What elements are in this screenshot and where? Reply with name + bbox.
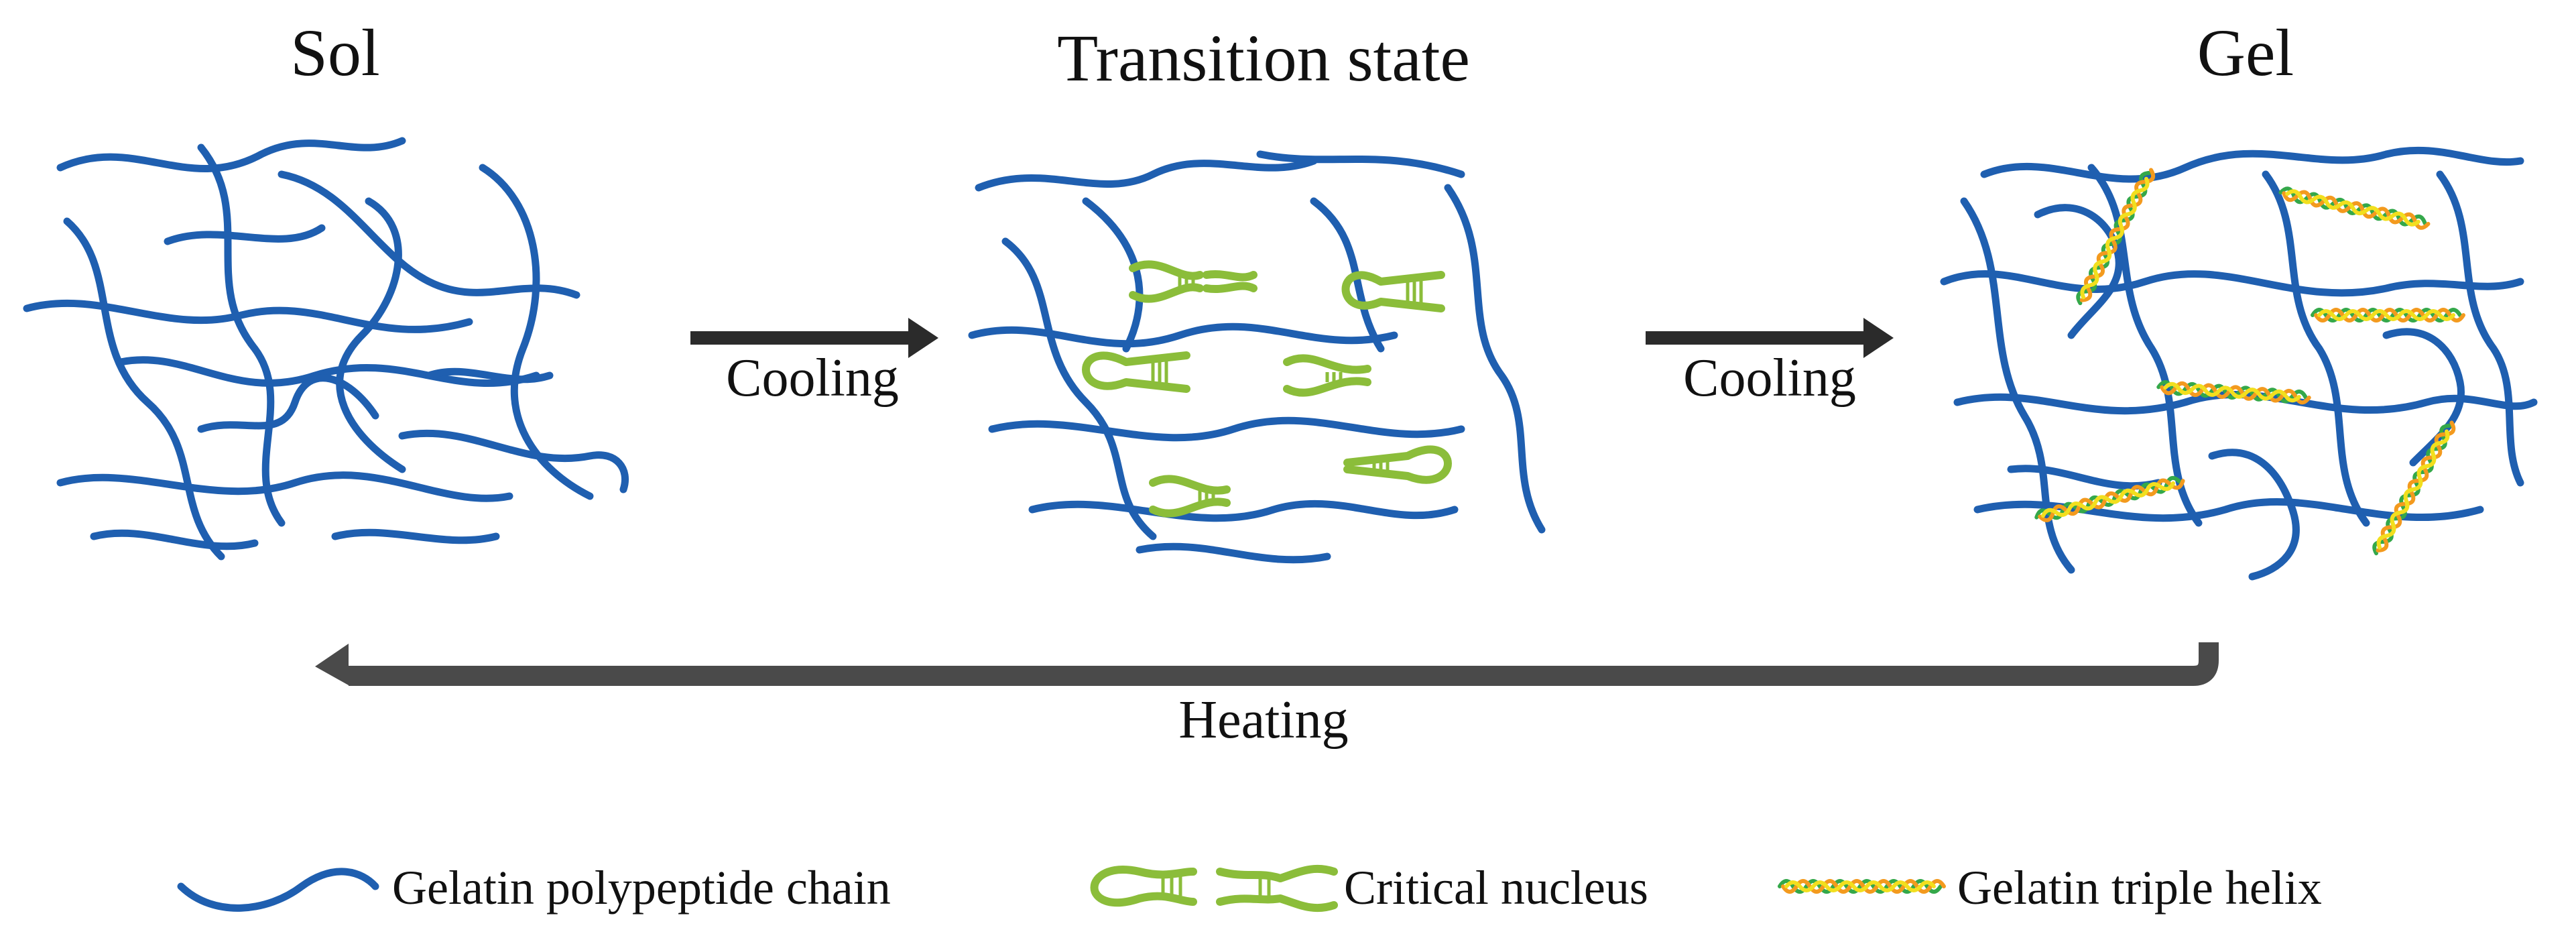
legend-helix-swatch	[1778, 879, 1946, 894]
critical-nucleus	[1283, 354, 1371, 397]
triple-helix	[2311, 308, 2465, 323]
sol-chain	[336, 197, 406, 473]
sol-chain	[63, 217, 225, 561]
sol-chain	[278, 170, 580, 299]
sol-chain	[479, 164, 594, 500]
sol-chain	[197, 374, 379, 433]
legend-nucleus-rungs	[1161, 876, 1271, 897]
critical-nucleus	[1203, 270, 1258, 293]
gel-chain	[2034, 204, 2123, 339]
transition-chain-network	[968, 150, 1546, 564]
cooling-label-1: Cooling	[726, 349, 899, 408]
transition-chain	[1136, 542, 1331, 564]
cooling-arrow-2	[1646, 318, 1894, 358]
sol-chain	[197, 143, 286, 527]
heating-label: Heating	[1178, 691, 1348, 750]
sol-chain	[425, 367, 554, 384]
sol-chain	[23, 299, 473, 333]
nucleus-rungs	[1151, 276, 1423, 502]
critical-nucleus	[1343, 445, 1452, 484]
gel-chain	[2208, 449, 2300, 581]
sol-chain	[398, 429, 629, 493]
triple-helix	[2372, 420, 2456, 556]
triple-helix	[2034, 475, 2185, 522]
transition-chain	[968, 323, 1398, 348]
title-transition-state: Transition state	[1057, 21, 1470, 95]
triple-helix	[2076, 168, 2156, 306]
transition-chain	[1256, 150, 1465, 178]
transition-chain	[1444, 184, 1546, 534]
transition-chain	[1001, 237, 1157, 540]
transition-chain	[1310, 197, 1385, 353]
triple-helix	[2156, 380, 2311, 405]
sol-chain	[164, 224, 326, 245]
transition-chain	[975, 157, 1318, 192]
critical-nucleus	[1082, 351, 1190, 393]
legend-nucleus-swatch	[1090, 864, 1338, 913]
critical-nucleus	[1341, 271, 1445, 312]
critical-nucleus	[1149, 475, 1231, 518]
title-sol: Sol	[290, 15, 379, 90]
gel-chain	[1980, 146, 2524, 183]
cooling-label-2: Cooling	[1683, 349, 1856, 408]
critical-nucleus-group	[1082, 260, 1452, 518]
critical-nucleus	[1129, 260, 1204, 303]
heating-arrow	[315, 642, 2219, 686]
triple-helix	[2278, 186, 2431, 230]
sol-chain-network	[23, 137, 629, 561]
gel-chain	[2436, 170, 2524, 487]
gel-chain	[2262, 170, 2370, 527]
legend-chain-label: Gelatin polypeptide chain	[392, 861, 891, 915]
gel-chain-network	[1940, 146, 2538, 581]
gel-chain	[1940, 270, 2524, 297]
sol-chain	[90, 529, 259, 550]
gel-chain	[2007, 465, 2162, 490]
title-gel: Gel	[2197, 15, 2294, 90]
gel-chain	[2087, 164, 2203, 527]
sol-chain	[331, 528, 500, 544]
gel-chain	[1960, 197, 2075, 574]
transition-chain	[988, 416, 1465, 442]
legend-nucleus-label: Critical nucleus	[1344, 861, 1648, 915]
sol-chain	[56, 471, 513, 502]
transition-chain	[1028, 500, 1459, 522]
cooling-arrow-1	[690, 318, 938, 358]
triple-helix-group	[2034, 168, 2465, 556]
legend: Gelatin polypeptide chain Critical nucle…	[177, 861, 2322, 915]
transition-chain	[1082, 197, 1144, 353]
legend-helix-label: Gelatin triple helix	[1957, 861, 2322, 915]
sol-chain	[56, 137, 406, 172]
legend-chain-swatch	[177, 868, 379, 912]
